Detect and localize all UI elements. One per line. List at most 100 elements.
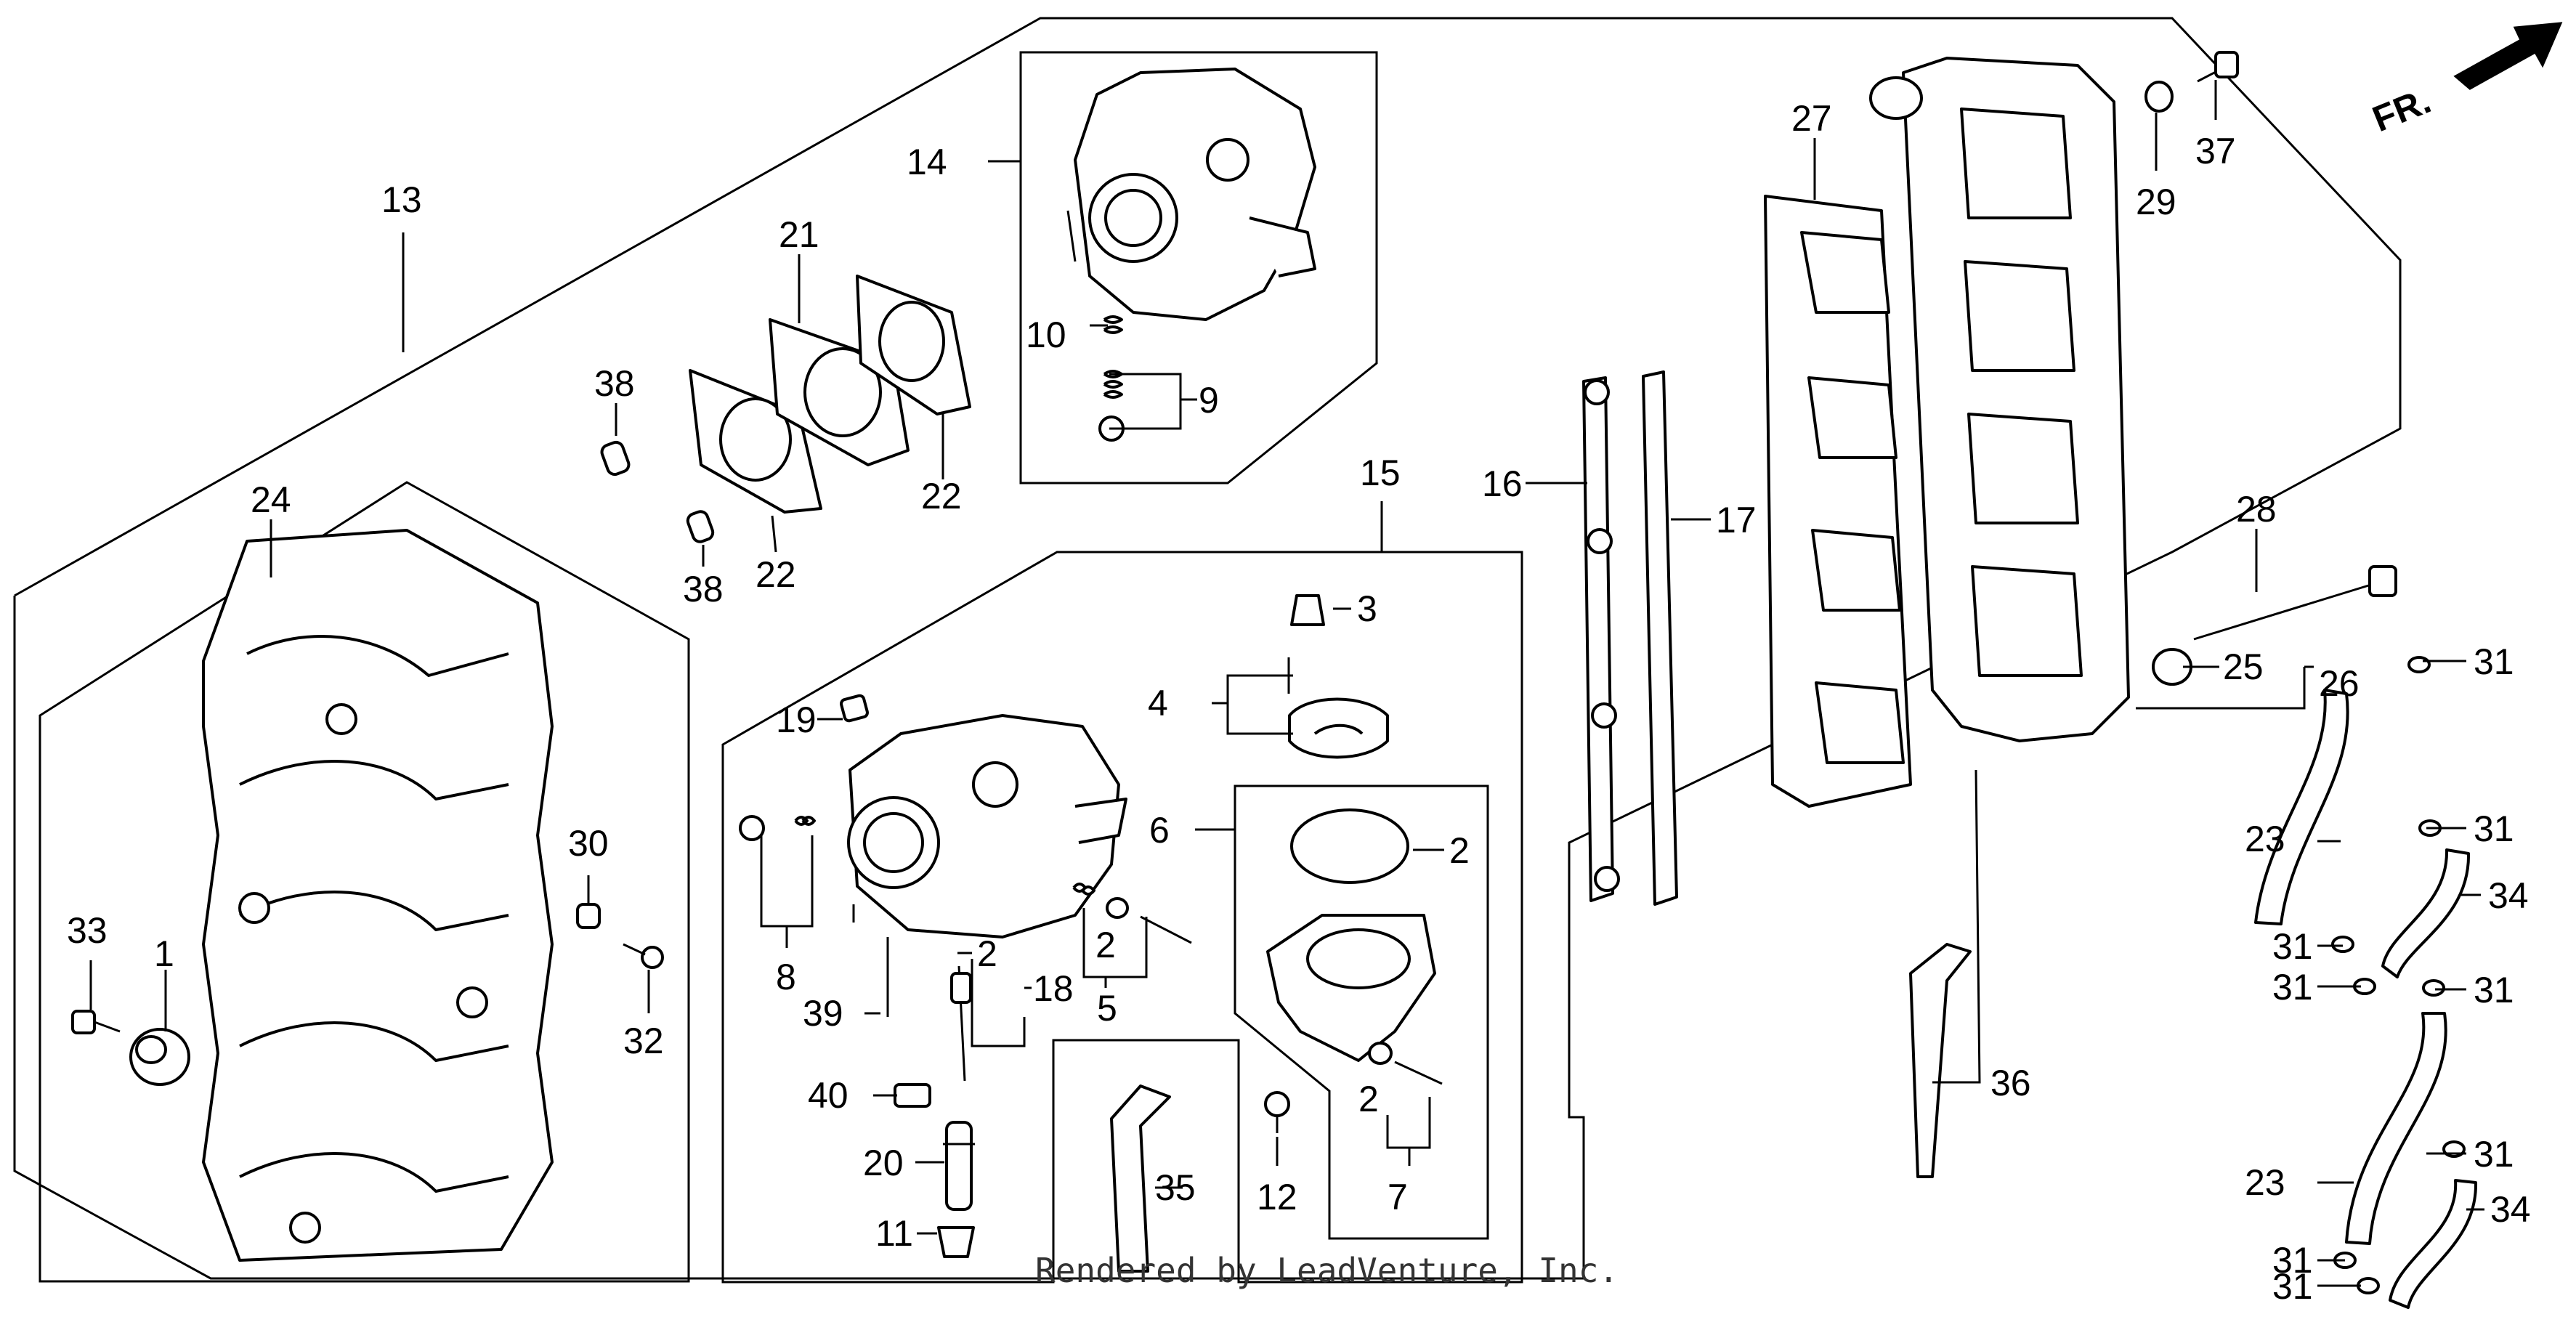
callout-28: 28 [2236,489,2277,530]
callout-10: 10 [1026,315,1066,355]
callout-31-c: 31 [2272,926,2313,967]
callout-13: 13 [381,179,422,220]
callout-3: 3 [1357,588,1377,629]
callout-31-g: 31 [2272,1240,2313,1281]
hose-34-upper-shape [2381,848,2471,978]
callout-34-upper: 34 [2488,875,2529,916]
callout-18: 18 [1033,968,1074,1009]
callout-32: 32 [623,1021,664,1061]
hose-36-shape [1909,943,1972,1178]
callout-38-lower: 38 [683,569,724,609]
callout-31-f: 31 [2474,1134,2514,1175]
callout-36: 36 [1990,1063,2031,1103]
float-chamber-6-shape [1266,914,1436,1062]
callout-12: 12 [1257,1177,1297,1217]
callout-2-mid: 2 [977,933,997,974]
callout-15: 15 [1360,453,1401,493]
bolt-37-shape [2197,51,2239,83]
float-4-shape [1288,697,1389,759]
callout-25: 25 [2223,646,2264,687]
dowel-pin-38-lower [686,510,715,543]
callout-23-upper: 23 [2245,819,2285,859]
callout-34-lower: 34 [2490,1189,2531,1230]
leader-lines [89,80,2484,1287]
outline-float-chamber-6 [1234,784,1489,1240]
callout-16: 16 [1482,463,1523,504]
screw-12-shape [1264,1091,1290,1133]
callout-29: 29 [2136,182,2176,222]
plug-11-shape [937,1226,975,1258]
callout-8: 8 [776,957,796,997]
outline-assembly-13 [13,17,2402,1280]
screw-19-shape [840,694,869,723]
outline-lower-carburetor-15 [721,551,1523,1284]
jet-3-shape [1290,594,1325,626]
callout-6: 6 [1149,810,1170,851]
callout-40: 40 [808,1075,848,1116]
intake-manifold-shape [202,529,554,1262]
footer-credit: Rendered by LeadVenture, Inc. [1035,1251,1619,1290]
callout-19: 19 [776,700,817,740]
callout-31-a: 31 [2474,641,2514,682]
callout-numbers: 13 14 10 9 21 22 22 38 38 24 15 16 17 27… [67,98,2531,1307]
hose-35-shape [1110,1084,1171,1273]
callout-4: 4 [1148,683,1168,723]
callout-22-right: 22 [921,476,962,516]
washer-2-shape [1368,1042,1393,1065]
gasket-27 [1764,195,1912,808]
callout-31-h: 31 [2272,1266,2313,1307]
callout-17: 17 [1716,500,1757,540]
needle-18-shape [950,965,972,1082]
callout-1: 1 [154,933,174,974]
callout-37: 37 [2195,131,2236,171]
callout-31-e: 31 [2474,970,2514,1010]
gasket-strip-16 [1582,376,1620,902]
assembly-outlines [13,17,2402,1284]
manifold-cover-shape [1869,57,2130,742]
callout-9: 9 [1199,380,1219,421]
callout-2-bottom: 2 [1358,1079,1379,1119]
screw-spring-8-shape [739,815,816,841]
callout-14: 14 [907,142,947,182]
callout-27: 27 [1791,98,1832,139]
hose-23-lower-shape [2345,1012,2447,1245]
callout-31-d: 31 [2272,967,2313,1007]
jet-20-shape [943,1121,975,1211]
callout-31-b: 31 [2474,808,2514,849]
callout-30: 30 [568,823,609,864]
front-direction-arrow [2453,22,2563,90]
callout-24: 24 [251,479,291,520]
callout-20: 20 [863,1143,904,1183]
callout-38-upper: 38 [594,363,635,404]
upper-carburetor-shape [1066,68,1316,321]
hose-34-lower-shape [2389,1179,2478,1309]
callout-11: 11 [875,1213,913,1254]
o-ring-2-shape [1290,808,1409,884]
outline-manifold-24 [39,481,690,1283]
callout-22-left: 22 [756,554,796,595]
callout-23-lower: 23 [2245,1162,2285,1203]
outline-upper-carburetor-14 [1019,51,1378,484]
screw-40-shape [894,1083,931,1108]
bolt-33-shape [71,1010,121,1034]
lower-carburetor-shape [847,714,1127,938]
nut-30-shape [576,903,601,929]
callout-21: 21 [779,214,819,255]
dowel-pin-38-upper [600,440,631,477]
spacer-1-shape [129,1028,190,1086]
drain-screw-7-shape [1394,1061,1443,1085]
insulator-21 [769,318,910,466]
callout-5: 5 [1097,988,1117,1029]
callout-39: 39 [803,993,843,1034]
callout-26: 26 [2319,663,2360,704]
front-indicator-label: FR. [2367,80,2437,139]
bolt-32-shape [623,943,664,969]
spring-10-shape [1103,315,1123,334]
callout-2-top: 2 [1449,830,1470,871]
washer-29-shape [2144,81,2174,113]
gasket-strip-17 [1642,370,1678,906]
callout-2-right: 2 [1095,925,1116,965]
spring-screw-5-shape [1072,883,1192,944]
hose-23-upper-shape [2254,689,2349,925]
part-shapes [71,22,2563,1309]
